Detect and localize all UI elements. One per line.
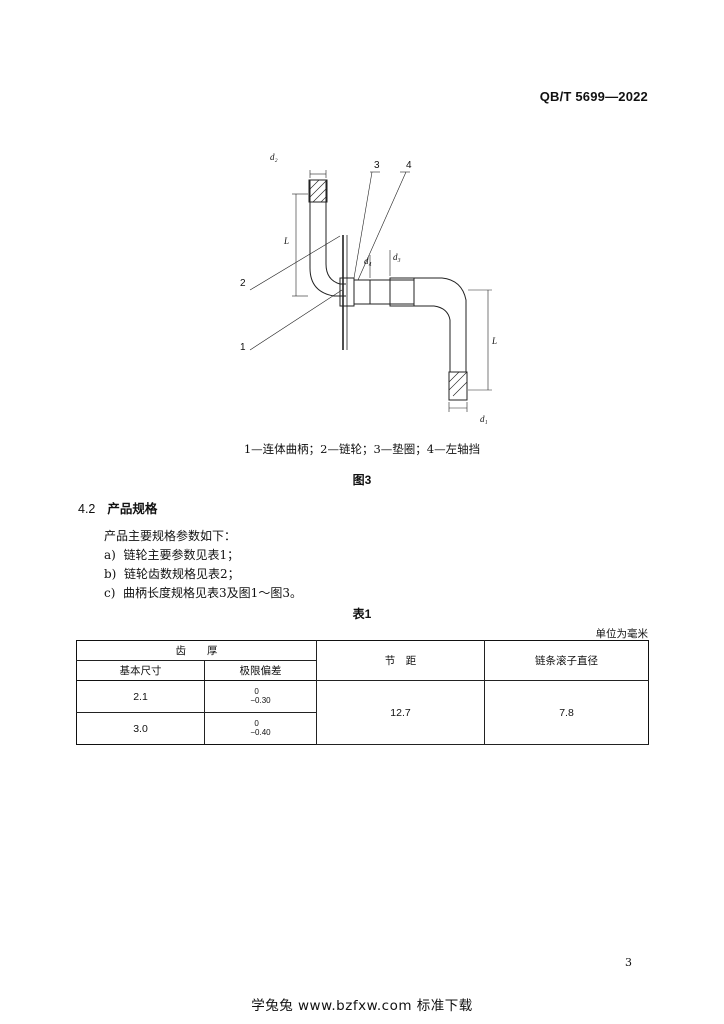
section-number: 4.2 bbox=[78, 502, 96, 516]
list-marker: c) bbox=[104, 586, 116, 600]
list-item: a) 链轮主要参数见表1； bbox=[104, 546, 239, 563]
leader-3 bbox=[353, 171, 373, 279]
left-arm-outer bbox=[309, 180, 346, 297]
list-item: c) 曲柄长度规格见表3及图1～图3。 bbox=[104, 584, 302, 601]
callout-1: 1 bbox=[240, 342, 246, 353]
crank-drawing: 1 2 3 4 d₂ L d₄ d₃ L d₁ bbox=[230, 140, 520, 440]
header-basic-size: 基本尺寸 bbox=[76, 660, 205, 681]
intro-paragraph: 产品主要规格参数如下： bbox=[104, 529, 237, 543]
header-pitch: 节 距 bbox=[316, 640, 485, 681]
cell-roller-diameter: 7.8 bbox=[484, 680, 649, 745]
tol-upper: 0 bbox=[254, 719, 259, 728]
cell-pitch: 12.7 bbox=[316, 680, 485, 745]
table-title: 表1 bbox=[352, 607, 372, 621]
unit-note: 单位为毫米 bbox=[595, 628, 649, 640]
right-arm-outer bbox=[414, 277, 467, 372]
callout-3: 3 bbox=[374, 160, 380, 171]
cell-basic-size: 3.0 bbox=[76, 712, 205, 745]
list-text: 曲柄长度规格见表3及图1～图3。 bbox=[123, 586, 302, 600]
watermark: 学兔兔 www.bzfxw.com 标准下载 bbox=[251, 998, 473, 1014]
table-row: 2.1 0−0.30 12.7 7.8 bbox=[76, 680, 649, 745]
section-title: 产品规格 bbox=[107, 502, 158, 516]
figure-caption: 1—连体曲柄；2—链轮；3—垫圈；4—左轴挡 bbox=[243, 442, 481, 456]
left-pedal-end bbox=[308, 179, 328, 203]
list-item: b) 链轮齿数规格见表2； bbox=[104, 565, 240, 582]
dim-label-L-lower: L bbox=[492, 336, 498, 346]
dim-label-d4: d₄ bbox=[364, 256, 372, 266]
list-text: 链轮齿数规格见表2； bbox=[124, 567, 240, 581]
list-marker: b) bbox=[104, 567, 117, 581]
header-tooth-thickness: 齿 厚 bbox=[76, 640, 317, 661]
right-arm-inner bbox=[414, 305, 451, 372]
dim-label-d2: d₂ bbox=[270, 152, 278, 162]
cell-basic-size: 2.1 bbox=[76, 680, 205, 713]
dim-label-d1: d₁ bbox=[480, 414, 488, 424]
header-roller-diameter: 链条滚子直径 bbox=[484, 640, 649, 681]
list-marker: a) bbox=[104, 548, 116, 562]
cell-tolerance: 0−0.30 bbox=[204, 680, 317, 713]
standard-code: QB/T 5699—2022 bbox=[539, 89, 648, 104]
tol-upper: 0 bbox=[254, 687, 259, 696]
cell-tolerance: 0−0.40 bbox=[204, 712, 317, 745]
tol-lower: −0.30 bbox=[250, 696, 271, 705]
spec-table: 齿 厚 节 距 链条滚子直径 基本尺寸 极限偏差 2.1 0−0.30 12.7… bbox=[76, 640, 649, 745]
crank-drawing-svg bbox=[249, 170, 492, 412]
header-tolerance: 极限偏差 bbox=[204, 660, 317, 681]
spindle bbox=[353, 279, 415, 305]
section-heading: 4.2 产品规格 bbox=[78, 498, 157, 517]
dim-label-d3: d₃ bbox=[393, 252, 401, 262]
right-pedal-end bbox=[448, 371, 468, 401]
tol-lower: −0.40 bbox=[250, 728, 271, 737]
callout-4: 4 bbox=[406, 160, 412, 171]
page-number: 3 bbox=[625, 956, 632, 969]
leader-2 bbox=[249, 235, 341, 291]
callout-2: 2 bbox=[240, 278, 246, 289]
dim-label-L-upper: L bbox=[284, 236, 290, 246]
leader-4 bbox=[357, 171, 407, 281]
figure-title: 图3 bbox=[352, 473, 372, 487]
table-row: 3.0 0−0.40 bbox=[76, 712, 649, 745]
leader-1 bbox=[249, 289, 343, 351]
list-text: 链轮主要参数见表1； bbox=[123, 548, 240, 562]
